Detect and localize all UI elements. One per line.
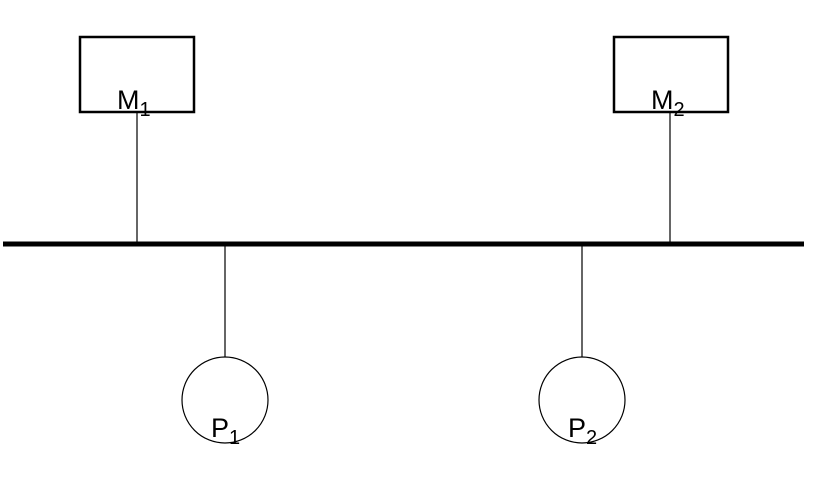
- processor-label-1: P1: [211, 413, 240, 449]
- processor-label-2-name: P: [568, 413, 586, 443]
- processor-label-1-index: 1: [229, 427, 240, 449]
- memory-label-1-name: M: [117, 85, 140, 115]
- memory-module-2: M2: [612, 35, 730, 244]
- memory-module-1: M1: [78, 35, 196, 244]
- processor-2: P2: [538, 244, 626, 449]
- memory-label-2-index: 2: [674, 99, 685, 121]
- memory-label-2-name: M: [651, 85, 674, 115]
- processor-1: P1: [181, 244, 269, 449]
- memory-box-2: [612, 35, 730, 114]
- processor-circle-1: [181, 356, 269, 444]
- processor-label-1-name: P: [211, 413, 229, 443]
- memory-label-1: M1: [117, 85, 151, 121]
- processor-label-2: P2: [568, 413, 597, 449]
- memory-label-1-index: 1: [140, 99, 151, 121]
- processor-circle-2: [538, 356, 626, 444]
- memory-label-2: M2: [651, 85, 685, 121]
- processor-label-2-index: 2: [586, 427, 597, 449]
